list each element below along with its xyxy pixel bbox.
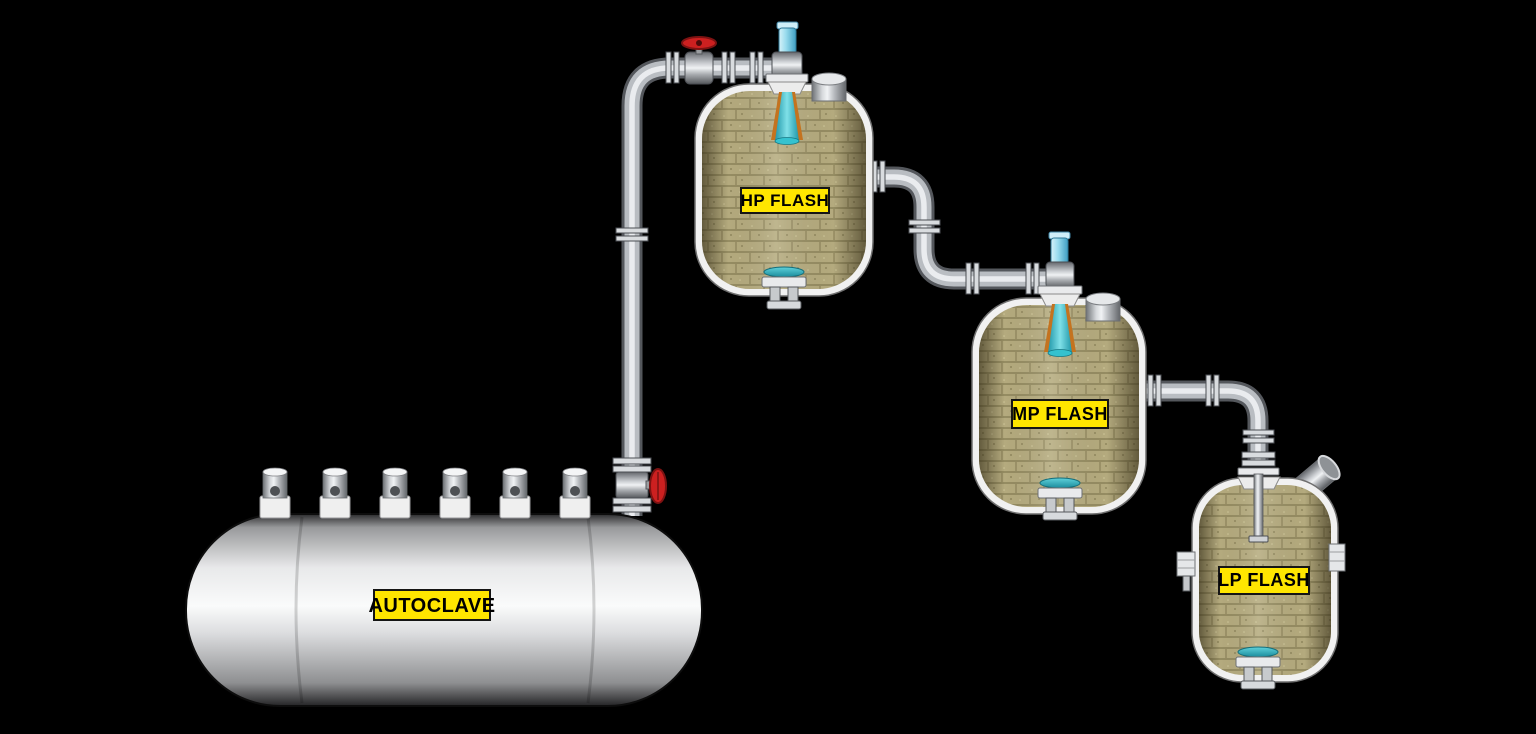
mp-inlet-collar <box>1039 293 1081 307</box>
autoclave-label: AUTOCLAVE <box>368 589 495 621</box>
hp-flash-label-text: HP FLASH <box>741 191 830 210</box>
lp-side-nozzle-left <box>1176 551 1196 592</box>
autoclave-nozzle-4 <box>439 467 471 519</box>
mp-letdown-valve <box>1037 231 1083 307</box>
flash-jet-teal <box>1048 304 1072 353</box>
pipe-flanges <box>615 51 1276 467</box>
overhead-gate-valve <box>681 36 717 85</box>
lp-flash-vessel <box>1176 454 1346 690</box>
hp-to-mp-pipe <box>866 177 1046 279</box>
autoclave-head-seam-right <box>586 516 596 704</box>
hp-vent-nozzle <box>811 72 847 102</box>
hp-letdown-valve <box>765 21 809 95</box>
mp-flash-cone <box>1044 304 1076 357</box>
hp-inlet-collar <box>767 81 807 95</box>
blue-actuator-icon <box>1050 237 1069 265</box>
valve-body <box>1045 261 1075 289</box>
lp-flash-label: LP FLASH <box>1218 566 1310 595</box>
mp-flash-label-text: MP FLASH <box>1012 404 1108 424</box>
autoclave-nozzle-5 <box>499 467 531 519</box>
hp-flash-label: HP FLASH <box>740 187 830 214</box>
autoclave-nozzle-1 <box>259 467 291 519</box>
autoclave-head-seam-left <box>294 516 304 704</box>
autoclave-nozzle-6 <box>559 467 591 519</box>
mp-vent-nozzle <box>1085 292 1121 322</box>
flash-jet-teal <box>775 92 799 141</box>
lp-flash-label-text: LP FLASH <box>1218 570 1310 590</box>
hp-flash-cone <box>771 92 803 145</box>
lp-dip-pipe <box>1237 467 1281 543</box>
autoclave-nozzle-3 <box>379 467 411 519</box>
blue-actuator-icon <box>778 27 797 55</box>
mp-flash-label: MP FLASH <box>1011 399 1109 429</box>
riser-isolation-valve <box>612 457 667 513</box>
autoclave-nozzle-2 <box>319 467 351 519</box>
lp-side-nozzle-right <box>1328 543 1346 572</box>
autoclave-label-text: AUTOCLAVE <box>368 595 495 617</box>
